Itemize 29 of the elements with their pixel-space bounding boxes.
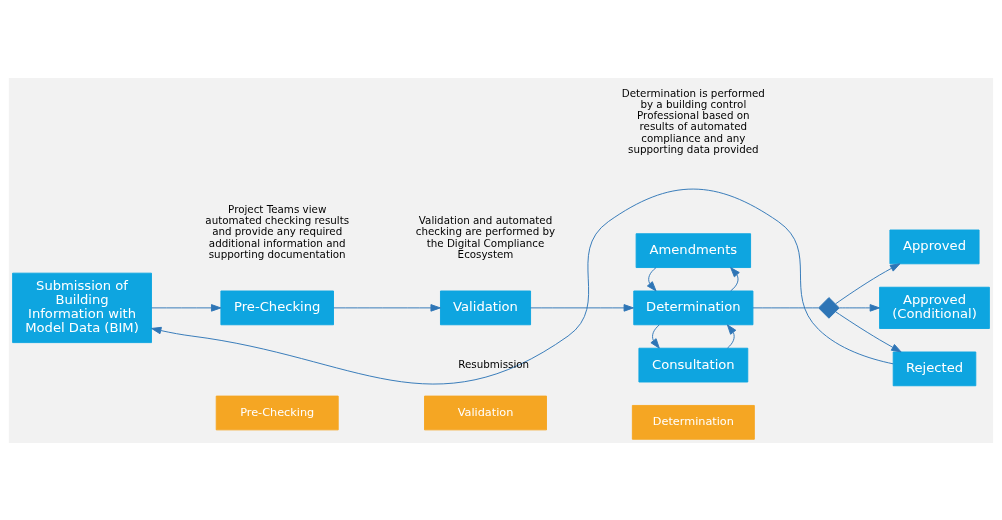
node-box: Determination [633,290,754,325]
arrow [730,266,740,291]
node-box: Validation [440,290,532,325]
arrow [726,323,737,349]
edge-label: Resubmission [458,357,530,370]
node-box: Amendments [635,232,752,268]
node-box: Approved (Conditional) [879,286,990,329]
node-box: Submission of Building Information with Model Data (BIM) [12,272,152,343]
node-diamond [818,296,840,319]
node-box: Consultation [638,347,749,382]
node-box: Approved [889,229,980,264]
arrow [650,323,660,349]
node-box: Pre-Checking [220,290,334,325]
label: Determination is performed by a building control Professional based on results of automated compliance and any supporting data provided [621,86,765,155]
arrow [530,303,634,312]
node-box: Determination [631,404,755,440]
label: Project Teams view automated checking results and provide any required additional information and supporting documentation [205,202,350,260]
label: Validation and automated checking are performed by the Digital Compliance Ecosystem [415,213,556,260]
connector [752,306,819,308]
arrow [333,303,441,312]
arrow [835,310,902,352]
arrow [839,303,880,312]
arrow [151,303,222,312]
node-box: Pre-Checking [215,395,339,430]
arrow [646,266,657,291]
node-box: Validation [424,395,547,430]
node-box: Rejected [892,351,977,386]
arrow [151,188,894,384]
arrow [835,262,901,304]
